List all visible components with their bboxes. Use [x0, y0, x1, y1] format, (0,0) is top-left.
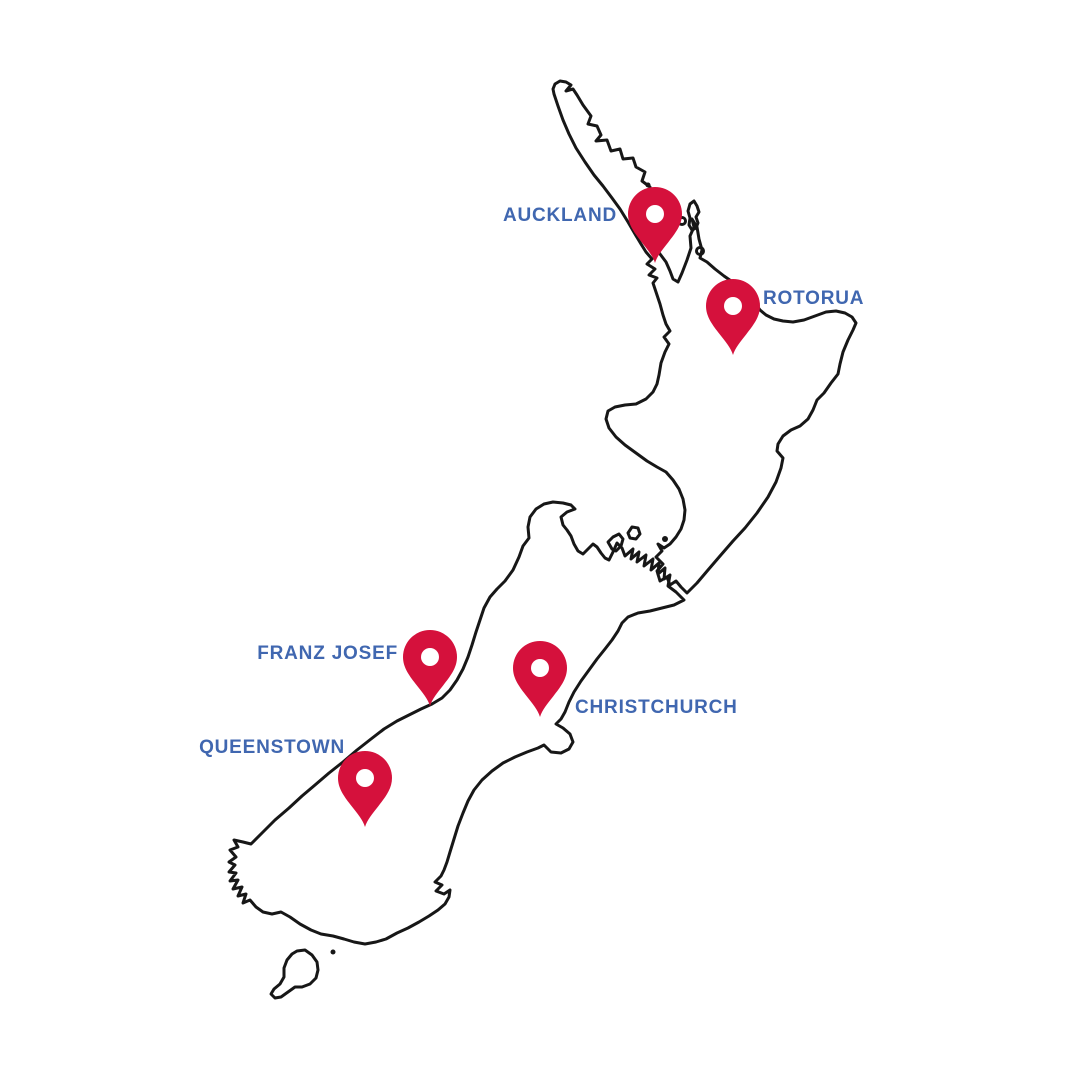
city-label-rotorua: ROTORUA [763, 288, 864, 309]
pin-icon [706, 279, 760, 355]
ruapuke-island-dot [330, 949, 336, 955]
markers-layer: AUCKLAND ROTORUA FRANZ JOSEF CHRISTCHURCH QU… [199, 187, 864, 827]
kapiti-island-dot [662, 536, 668, 542]
stewart-island-coastline [269, 948, 320, 1000]
map-pin-auckland[interactable] [628, 187, 682, 263]
pin-icon [338, 751, 392, 827]
great-barrier-island [686, 199, 701, 232]
pin-hole-icon [356, 769, 374, 787]
north-island-coastline [551, 79, 858, 595]
little-island-dot [645, 182, 651, 188]
pin-icon [513, 641, 567, 717]
sounds-islet [626, 525, 642, 541]
pin-icon [403, 630, 457, 706]
map-pin-franz-josef[interactable] [403, 630, 457, 706]
city-label-franz-josef: FRANZ JOSEF [257, 643, 398, 664]
pin-hole-icon [724, 297, 742, 315]
city-label-queenstown: QUEENSTOWN [199, 737, 345, 758]
pin-hole-icon [531, 659, 549, 677]
pin-hole-icon [646, 205, 664, 223]
map-pin-rotorua[interactable] [706, 279, 760, 355]
pin-icon [628, 187, 682, 263]
map-pin-queenstown[interactable] [338, 751, 392, 827]
map-pin-christchurch[interactable] [513, 641, 567, 717]
south-island-coastline [227, 500, 686, 946]
city-label-auckland: AUCKLAND [503, 205, 617, 226]
city-label-christchurch: CHRISTCHURCH [575, 697, 738, 718]
gulf-island-icon [695, 246, 705, 256]
durville-island [606, 532, 625, 553]
pin-hole-icon [421, 648, 439, 666]
